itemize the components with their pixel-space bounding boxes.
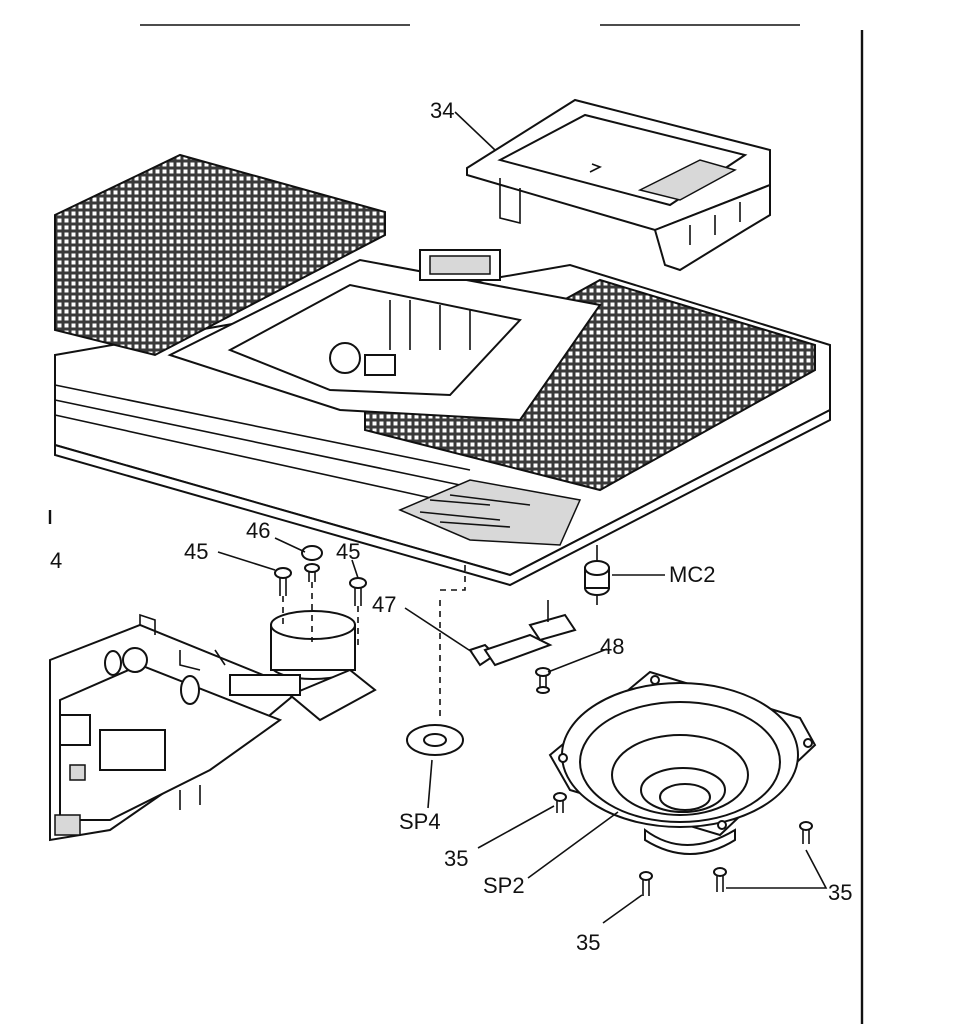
screw-35-d <box>639 871 653 896</box>
screw-35-b <box>799 821 813 844</box>
bracket-47 <box>468 600 577 667</box>
label-35-c: 35 <box>576 930 600 955</box>
label-47: 47 <box>372 592 396 617</box>
control-panel <box>398 479 582 546</box>
screw-45-left <box>274 567 292 596</box>
label-45-left: 45 <box>184 539 208 564</box>
cassette-lid-34 <box>466 98 771 272</box>
label-35-a: 35 <box>444 846 468 871</box>
label-34: 34 <box>430 98 454 123</box>
label-sp4: SP4 <box>399 809 441 834</box>
right-speaker-grill <box>364 278 816 492</box>
tape-mechanism <box>49 610 377 842</box>
label-46: 46 <box>246 518 270 543</box>
speaker-sp2 <box>548 670 817 855</box>
label-45-right: 45 <box>336 539 360 564</box>
screw-35-a <box>553 792 567 813</box>
screw-46 <box>301 545 323 582</box>
left-speaker-grill <box>54 153 386 357</box>
screw-35-c <box>713 867 727 892</box>
microphone-mc2 <box>584 545 610 605</box>
label-edge-4: 4 <box>50 548 62 573</box>
label-mc2: MC2 <box>669 562 715 587</box>
screw-45-right <box>349 577 367 606</box>
label-sp2: SP2 <box>483 873 525 898</box>
screw-48 <box>535 667 551 694</box>
leader-lines <box>48 111 828 924</box>
cassette-compartment <box>167 249 602 422</box>
label-35-b: 35 <box>828 880 852 905</box>
label-48: 48 <box>600 634 624 659</box>
sp4-washer <box>406 724 464 756</box>
